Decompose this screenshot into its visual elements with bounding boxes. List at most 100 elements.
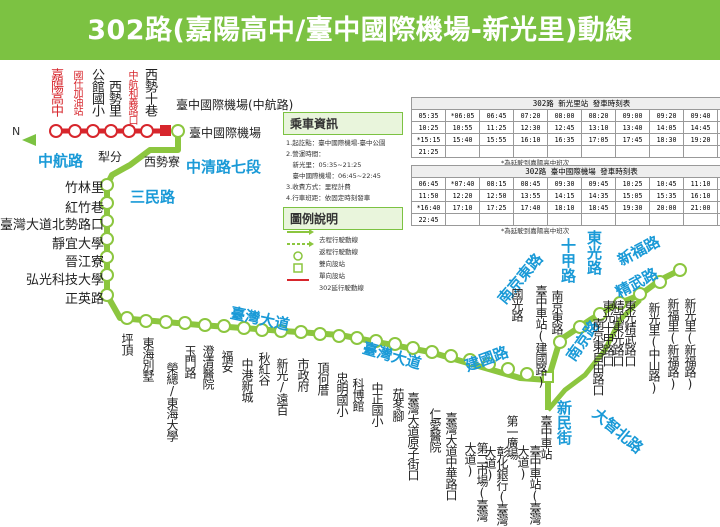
- stop-right-2: 南京東路: [550, 290, 564, 334]
- road-dongguang: 東光路: [585, 230, 603, 275]
- stop-right-1: 臺中車站(建國路): [534, 285, 548, 388]
- bottom-stop-dot: [444, 349, 458, 363]
- timetable-airport-cell: [513, 213, 548, 226]
- timetable-airport-cell: 14:15: [547, 189, 582, 202]
- right-stop-dot: [673, 263, 687, 277]
- timetable-xinguang-cell: 15:40: [445, 133, 480, 146]
- stop-bottom-14: 茄苳腳: [391, 388, 405, 421]
- timetable-airport-cell: 10:45: [649, 177, 684, 190]
- stop-gongguan: 公館國小: [89, 68, 104, 116]
- legend-item-extension: 302延行駛動線: [319, 284, 364, 292]
- east-route-line-2: [546, 298, 642, 412]
- timetable-xinguang-cell: 18:30: [649, 133, 684, 146]
- timetable-airport-cell: 15:35: [649, 189, 684, 202]
- ride-info-line: 新光里：05:35~21:25: [286, 161, 362, 169]
- bottom-stop-dot: [520, 367, 534, 381]
- timetable-airport-cell: 17:25: [479, 201, 514, 214]
- timetable-xinguang-cell: 09:20: [649, 109, 684, 122]
- airport-main-label: 臺中國際機場(中航路): [176, 98, 294, 112]
- timetable-airport-cell: [615, 213, 650, 226]
- stop-right-3: 南京東自由路口: [591, 318, 605, 395]
- stop-bottom-5: 福安: [220, 350, 234, 372]
- road-xinmin: 新民街: [555, 400, 573, 445]
- timetable-xinguang-cell: 05:35: [411, 109, 446, 122]
- timetable-xinguang-cell: 12:30: [513, 121, 548, 134]
- bottom-stop-dot: [313, 327, 327, 341]
- left-stop-dot: [100, 268, 114, 282]
- stop-bottom-20: 第一廣場: [505, 415, 519, 459]
- stop-bottom-8: 新光/遠百: [275, 358, 289, 415]
- timetable-xinguang-note: *為延駛到嘉陽高中班次: [501, 159, 570, 167]
- bottom-stop-dot: [425, 345, 439, 359]
- timetable-airport-cell: 13:55: [513, 189, 548, 202]
- stop-left-1: 紅竹巷: [64, 201, 104, 216]
- timetable-xinguang-cell: 08:20: [581, 109, 616, 122]
- timetable-airport-cell: 12:50: [479, 189, 514, 202]
- stop-bottom-16: 仁愛醫院: [428, 408, 442, 452]
- timetable-airport-cell: 09:45: [581, 177, 616, 190]
- timetable-airport-cell: 21:00: [683, 201, 718, 214]
- timetable-airport-cell: 11:10: [683, 177, 718, 190]
- stop-bottom-22: 臺中車站: [539, 415, 553, 459]
- top-stop-dot: [86, 124, 100, 138]
- timetable-xinguang-cell: 10:25: [411, 121, 446, 134]
- stop-right-9: 新光里(新福路): [683, 298, 697, 390]
- left-stop-dot: [100, 288, 114, 302]
- timetable-airport-cell: [649, 213, 684, 226]
- timetable-airport-cell: [683, 213, 718, 226]
- road-zhongqing: 中清路七段: [186, 158, 262, 176]
- bottom-stop-dot: [178, 316, 192, 330]
- timetable-xinguang-cell: [513, 145, 548, 158]
- timetable-airport-cell: 09:30: [547, 177, 582, 190]
- timetable-xinguang-cell: 11:25: [479, 121, 514, 134]
- legend-item-return: 返程行駛動線: [319, 248, 358, 256]
- header-bar: [0, 0, 720, 60]
- xishiliao-label: 西勢寮: [144, 155, 181, 169]
- ride-info-line: 臺中國際機場：06:45~22:45: [286, 172, 381, 180]
- timetable-airport-cell: 22:45: [411, 213, 446, 226]
- stop-bottom-6: 中港新城: [240, 358, 254, 402]
- airport-label: 臺中國際機場: [189, 126, 262, 140]
- timetable-xinguang-cell: [445, 145, 480, 158]
- road-zhonghang: 中航路: [38, 152, 84, 170]
- timetable-xinguang-cell: [683, 145, 718, 158]
- bottom-stop-dot: [294, 325, 308, 339]
- stop-bottom-3: 玉門路: [183, 345, 197, 378]
- timetable-xinguang-cell: 10:55: [445, 121, 480, 134]
- timetable-airport-cell: 18:45: [581, 201, 616, 214]
- timetable-airport-caption: 302路 臺中國際機場 發車時刻表: [411, 165, 720, 177]
- top-stop-dot: [104, 124, 118, 138]
- timetable-airport-cell: 19:30: [615, 201, 650, 214]
- stop-left-6: 正英路: [64, 292, 104, 307]
- bottom-stop-dot: [217, 319, 231, 333]
- timetable-xinguang-cell: 08:00: [547, 109, 582, 122]
- bottom-stop-dot: [198, 318, 212, 332]
- legend-item-unidirectional: 單向設站: [319, 272, 345, 280]
- stop-bottom-17: 臺灣大道中華路口: [444, 412, 458, 500]
- bottom-stop-dot: [255, 323, 269, 337]
- stop-bottom-18: 第二市場(臺灣大道): [463, 442, 489, 521]
- legend-panel: 圖例說明 去程行駛動線 返程行駛動線 雙向設站 單向設站 302延行駛動線: [283, 207, 403, 293]
- timetable-airport-cell: 11:50: [411, 189, 446, 202]
- stop-left-0: 竹林里: [64, 181, 104, 196]
- legend-item-bidirectional: 雙向設站: [319, 260, 345, 268]
- timetable-airport-cell: 15:05: [615, 189, 650, 202]
- top-stop-dot: [140, 124, 154, 138]
- timetable-airport-cell: 08:45: [513, 177, 548, 190]
- stop-bottom-1: 東海別墅: [141, 337, 155, 381]
- page-title: 302路(嘉陽高中/臺中國際機場-新光里)動線: [87, 15, 633, 46]
- stop-bottom-13: 中正國小: [370, 382, 384, 426]
- timetable-airport-cell: 12:20: [445, 189, 480, 202]
- stop-bottom-19: 彰化銀行(臺灣大道): [483, 446, 509, 525]
- right-stop-dot: [593, 307, 607, 321]
- timetable-airport-cell: 10:25: [615, 177, 650, 190]
- stop-left-3: 靜宜大學: [51, 237, 104, 252]
- ride-info-line: 4.行車班距：依固定時刻發車: [286, 194, 371, 202]
- timetable-airport-cell: [479, 213, 514, 226]
- stop-left-4: 晉江寮: [64, 255, 104, 270]
- bottom-stop-dot: [332, 329, 346, 343]
